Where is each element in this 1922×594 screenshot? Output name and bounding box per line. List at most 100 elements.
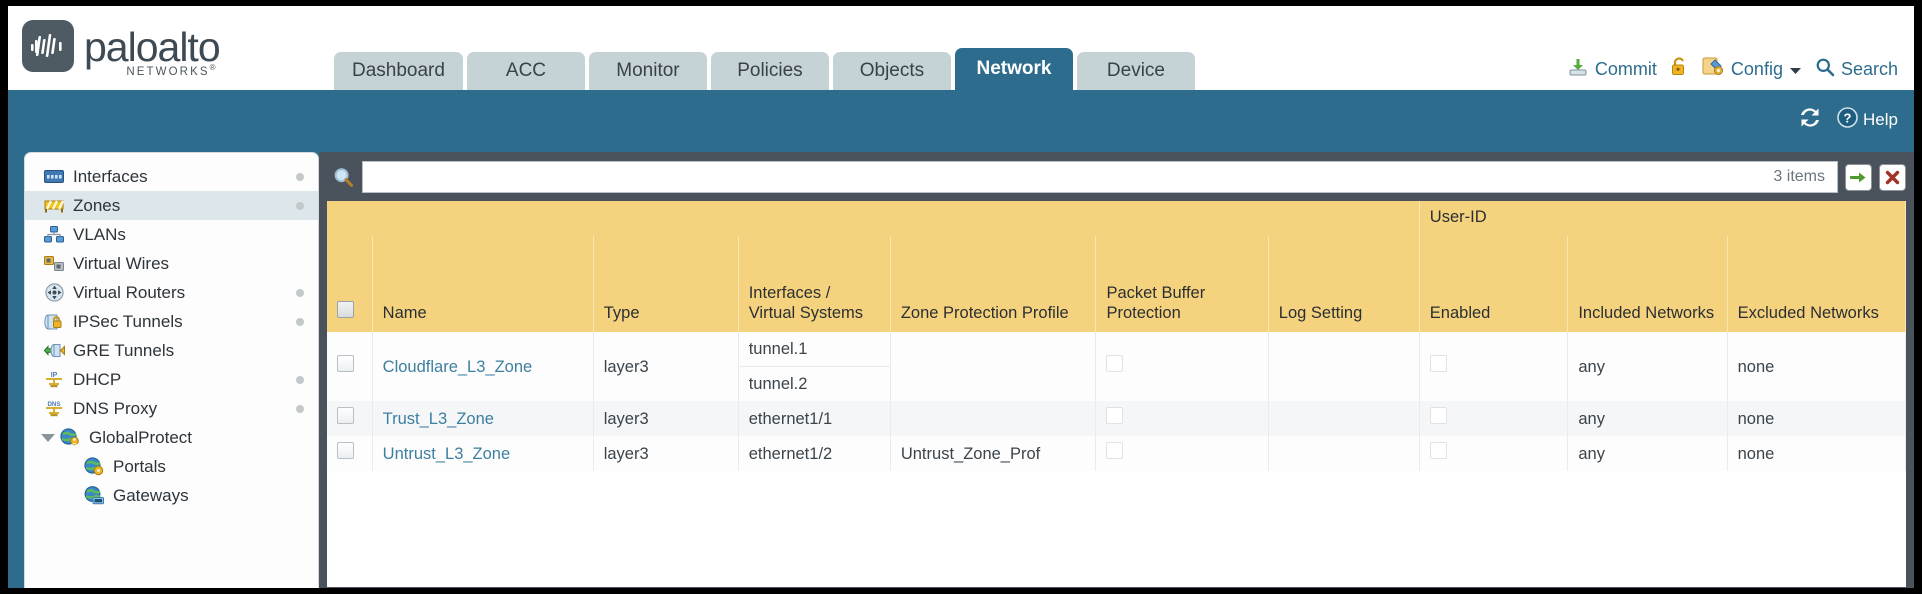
cell-userid-enabled[interactable] [1419, 332, 1569, 401]
content-panel: 3 items [319, 152, 1914, 588]
chevron-down-icon[interactable] [41, 433, 55, 442]
sidebar-item-dns-proxy[interactable]: DNS DNS Proxy [25, 394, 318, 423]
search-field[interactable]: 3 items [362, 161, 1838, 193]
gateways-icon [83, 486, 105, 505]
sidebar-item-virtual-routers[interactable]: Virtual Routers [25, 278, 318, 307]
row-select-cell[interactable] [327, 436, 373, 471]
cell-packet-buffer-protection[interactable] [1095, 332, 1269, 401]
cell-name[interactable]: Trust_L3_Zone [372, 401, 594, 436]
tab-device[interactable]: Device [1076, 52, 1195, 90]
cell-name[interactable]: Untrust_L3_Zone [372, 436, 594, 471]
tab-acc[interactable]: ACC [466, 52, 585, 90]
select-all-checkbox[interactable] [337, 301, 354, 318]
cell-included-networks: any [1567, 332, 1728, 401]
sidebar-item-gre-tunnels[interactable]: GRE Tunnels [25, 336, 318, 365]
virtual-wires-icon [43, 255, 65, 273]
zone-name-link[interactable]: Untrust_L3_Zone [382, 444, 511, 463]
cell-zone-protection-profile [890, 332, 1097, 401]
packet-buffer-protection-checkbox[interactable] [1106, 355, 1124, 372]
cell-packet-buffer-protection[interactable] [1095, 436, 1269, 471]
help-button[interactable]: ? Help [1837, 107, 1898, 133]
sidebar-item-dhcp[interactable]: IP DHCP [25, 365, 318, 394]
userid-enabled-checkbox[interactable] [1429, 407, 1447, 424]
row-checkbox[interactable] [337, 442, 354, 459]
row-checkbox[interactable] [337, 355, 354, 372]
apply-filter-button[interactable] [1845, 163, 1872, 191]
commit-button[interactable]: Commit [1567, 57, 1657, 82]
sidebar-item-label: DNS Proxy [73, 398, 158, 418]
cell-userid-enabled[interactable] [1419, 401, 1569, 436]
col-header-type[interactable]: Type [593, 236, 739, 332]
search-label: Search [1840, 58, 1898, 79]
cell-included-networks: any [1567, 436, 1728, 471]
search-icon [1815, 57, 1835, 82]
userid-enabled-checkbox[interactable] [1429, 355, 1447, 372]
tab-monitor[interactable]: Monitor [588, 52, 707, 90]
header-actions: Commit [1567, 56, 1898, 82]
col-header-included-networks[interactable]: Included Networks [1567, 236, 1728, 332]
status-dot [296, 288, 304, 297]
tab-objects[interactable]: Objects [832, 52, 951, 90]
search-button[interactable]: Search [1815, 57, 1898, 82]
sidebar-item-label: Gateways [113, 485, 189, 505]
sidebar-item-vlans[interactable]: VLANs [25, 220, 318, 249]
search-input[interactable] [363, 162, 1774, 192]
dhcp-icon: IP [43, 371, 65, 389]
app-window: paloalto NETWORKS® Dashboard ACC Monitor… [8, 6, 1914, 588]
row-select-cell[interactable] [327, 401, 373, 436]
config-button[interactable]: Config [1702, 56, 1802, 82]
search-magnifier-icon[interactable] [331, 167, 355, 188]
packet-buffer-protection-checkbox[interactable] [1106, 407, 1124, 424]
portals-icon [83, 457, 105, 476]
group-header-userid: User-ID [1419, 201, 1906, 236]
row-select-cell[interactable] [327, 332, 373, 401]
sidebar-item-portals[interactable]: Portals [25, 452, 318, 481]
cell-name[interactable]: Cloudflare_L3_Zone [372, 332, 594, 401]
table-row[interactable]: Untrust_L3_Zone layer3 ethernet1/2 Untru… [327, 436, 1906, 471]
cell-excluded-networks: none [1727, 401, 1906, 436]
svg-text:IP: IP [51, 372, 58, 379]
tab-policies[interactable]: Policies [710, 52, 829, 90]
col-header-interfaces[interactable]: Interfaces / Virtual Systems [738, 236, 891, 332]
config-icon [1702, 56, 1725, 82]
main-nav-tabs: Dashboard ACC Monitor Policies Objects N… [334, 48, 1195, 90]
row-checkbox[interactable] [337, 407, 354, 424]
refresh-icon[interactable] [1797, 106, 1823, 134]
clear-filter-button[interactable] [1879, 163, 1906, 191]
col-header-name[interactable]: Name [372, 236, 594, 332]
svg-text:?: ? [1844, 110, 1852, 125]
col-header-log-setting[interactable]: Log Setting [1268, 236, 1420, 332]
zones-icon [43, 197, 65, 215]
status-dot [296, 375, 304, 384]
zone-name-link[interactable]: Trust_L3_Zone [382, 409, 494, 428]
interface-item: tunnel.1 [738, 332, 890, 367]
sidebar-item-ipsec-tunnels[interactable]: IPSec Tunnels [25, 307, 318, 336]
col-header-excluded-networks[interactable]: Excluded Networks [1727, 236, 1906, 332]
sidebar-item-interfaces[interactable]: Interfaces [25, 162, 318, 191]
sidebar-item-globalprotect[interactable]: GlobalProtect [25, 423, 318, 452]
cell-zone-protection-profile: Untrust_Zone_Prof [890, 436, 1097, 471]
sidebar-item-gateways[interactable]: Gateways [25, 481, 318, 510]
lock-button[interactable] [1670, 56, 1689, 82]
col-header-packet-buffer-protection[interactable]: Packet Buffer Protection [1095, 236, 1269, 332]
col-header-userid-enabled[interactable]: Enabled [1419, 236, 1569, 332]
tab-network[interactable]: Network [954, 48, 1073, 90]
userid-enabled-checkbox[interactable] [1429, 442, 1447, 459]
status-dot [296, 201, 304, 210]
page-body: Interfaces Zones VLANs Vir [8, 152, 1914, 588]
packet-buffer-protection-checkbox[interactable] [1106, 442, 1124, 459]
cell-type: layer3 [593, 436, 739, 471]
zone-name-link[interactable]: Cloudflare_L3_Zone [382, 357, 533, 376]
col-header-zone-protection-profile[interactable]: Zone Protection Profile [890, 236, 1097, 332]
sidebar-item-zones[interactable]: Zones [25, 191, 318, 220]
items-count-label: 3 items [1773, 168, 1825, 185]
cell-packet-buffer-protection[interactable] [1095, 401, 1269, 436]
sidebar-item-virtual-wires[interactable]: Virtual Wires [25, 249, 318, 278]
table-row[interactable]: Cloudflare_L3_Zone layer3 tunnel.1 tunne… [327, 332, 1906, 401]
select-all-header[interactable] [327, 236, 373, 332]
tab-dashboard[interactable]: Dashboard [334, 52, 463, 90]
cell-excluded-networks: none [1727, 436, 1906, 471]
search-row: 3 items [327, 160, 1906, 194]
table-row[interactable]: Trust_L3_Zone layer3 ethernet1/1 any [327, 401, 1906, 436]
cell-userid-enabled[interactable] [1419, 436, 1569, 471]
